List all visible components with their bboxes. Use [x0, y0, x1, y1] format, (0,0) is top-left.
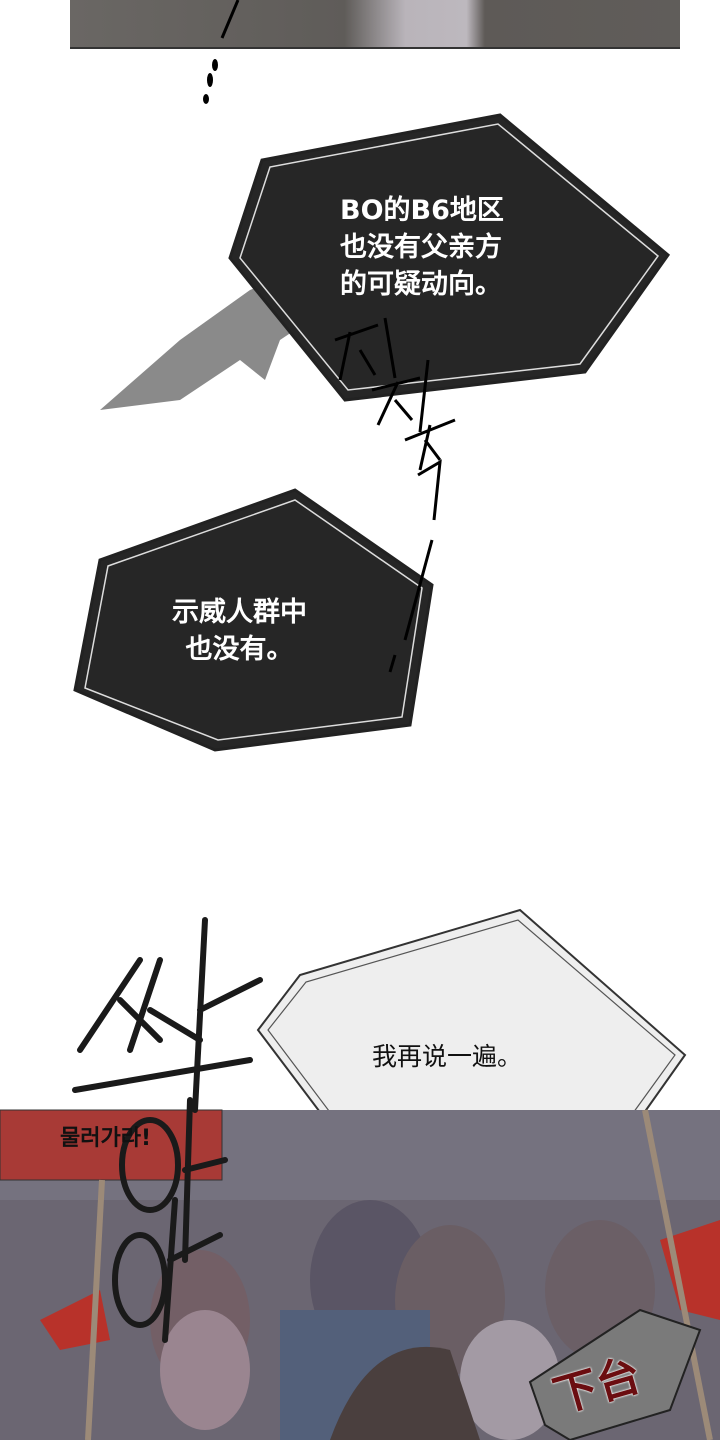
sign-pole	[642, 1109, 713, 1440]
protest-sign-text: 물러가라!	[60, 1126, 151, 1151]
dot	[203, 94, 209, 104]
bubble-line: 也没有。	[185, 634, 294, 665]
dot	[207, 73, 213, 87]
dot	[212, 59, 218, 71]
speed-line	[220, 0, 240, 39]
shout-badge	[528, 1308, 702, 1440]
bubble-2-shape	[73, 488, 434, 752]
bubble-line: 也没有父亲方	[340, 232, 502, 263]
sfx-ssaya	[72, 917, 263, 1343]
bubble-line: BO的B6地区	[340, 195, 504, 226]
red-flag	[660, 1220, 720, 1320]
bubble-1-shape	[228, 113, 671, 402]
bubble-line: 示威人群中	[172, 597, 307, 628]
bubble-2-text: 示威人群中 也没有。	[172, 594, 307, 668]
lightning-tail	[100, 270, 310, 410]
bubble-line: 我再说一遍。	[372, 1042, 523, 1071]
sign-pole	[85, 1179, 105, 1440]
top-panel	[70, 0, 680, 49]
bubble-line: 的可疑动向。	[340, 269, 502, 300]
bubble-3-text: 我再说一遍。	[372, 1038, 522, 1075]
sfx-chijijik	[334, 317, 456, 673]
bubble-1-text: BO的B6地区 也没有父亲方 的可疑动向。	[340, 192, 504, 303]
